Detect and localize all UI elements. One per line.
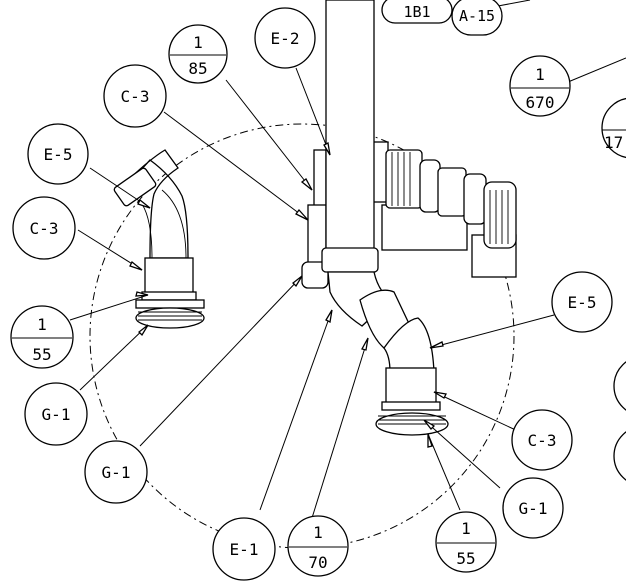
callout-frac-85: 1 85 [168, 24, 228, 84]
callout-frac-55-left-num: 1 [37, 315, 47, 334]
detail-boundary-circle [89, 123, 515, 549]
leader-lines [69, 0, 626, 519]
callout-frac-85-den: 85 [188, 59, 207, 78]
callout-e5-left-text: E-5 [44, 145, 73, 164]
callout-c3-left-text: C-3 [30, 219, 59, 238]
callout-e2: E-2 [254, 7, 316, 69]
valve-assembly [371, 141, 517, 278]
callout-c3-right-text: C-3 [528, 431, 557, 450]
callout-e1: E-1 [212, 517, 276, 581]
callout-g1-right: G-1 [502, 477, 564, 539]
callout-c3-top: C-3 [103, 64, 167, 128]
left-pipe-assembly [113, 149, 205, 329]
arrowheads [129, 142, 447, 448]
callout-frac-670-num: 1 [535, 65, 545, 84]
callout-c3-right: C-3 [511, 409, 573, 471]
callout-frac-670: 1 670 [509, 55, 571, 117]
callout-1b1: 1B1 [381, 0, 453, 24]
callout-e2-text: E-2 [271, 29, 300, 48]
callout-e5-right-text: E-5 [568, 293, 597, 312]
callout-frac-85-num: 1 [193, 33, 203, 52]
callout-frac-70-num: 1 [313, 523, 323, 542]
callout-frac-55-right: 1 55 [435, 511, 497, 573]
callout-frac-55-left-den: 55 [32, 345, 51, 364]
callout-g1-left: G-1 [24, 382, 88, 446]
callout-e5-left: E-5 [27, 123, 89, 185]
callout-frac-670-den: 670 [526, 93, 555, 112]
callout-partial-right-1 [613, 361, 626, 411]
callout-frac-55-left: 1 55 [10, 305, 74, 369]
callout-frac-70: 1 70 [287, 515, 349, 577]
callout-g1-right-text: G-1 [519, 499, 548, 518]
callout-frac-55-right-den: 55 [456, 549, 475, 568]
callout-frac-55-right-num: 1 [461, 519, 471, 538]
callout-g1-mid-text: G-1 [102, 463, 131, 482]
callout-1b1-text: 1B1 [403, 3, 430, 21]
callout-a15: A-15 [451, 0, 503, 36]
center-pipe-assembly [301, 0, 449, 436]
callout-e5-right: E-5 [551, 271, 613, 333]
callout-g1-mid: G-1 [84, 440, 148, 504]
callout-g1-left-text: G-1 [42, 405, 71, 424]
callout-a15-text: A-15 [459, 7, 495, 25]
callout-e1-text: E-1 [230, 540, 259, 559]
callout-partial-right-2 [613, 431, 626, 481]
callout-frac-partial-right: 17 [601, 97, 626, 159]
callout-c3-left: C-3 [12, 196, 76, 260]
callout-frac-70-den: 70 [308, 553, 327, 572]
callout-c3-top-text: C-3 [121, 87, 150, 106]
callout-frac-partial-den: 17 [604, 133, 623, 152]
